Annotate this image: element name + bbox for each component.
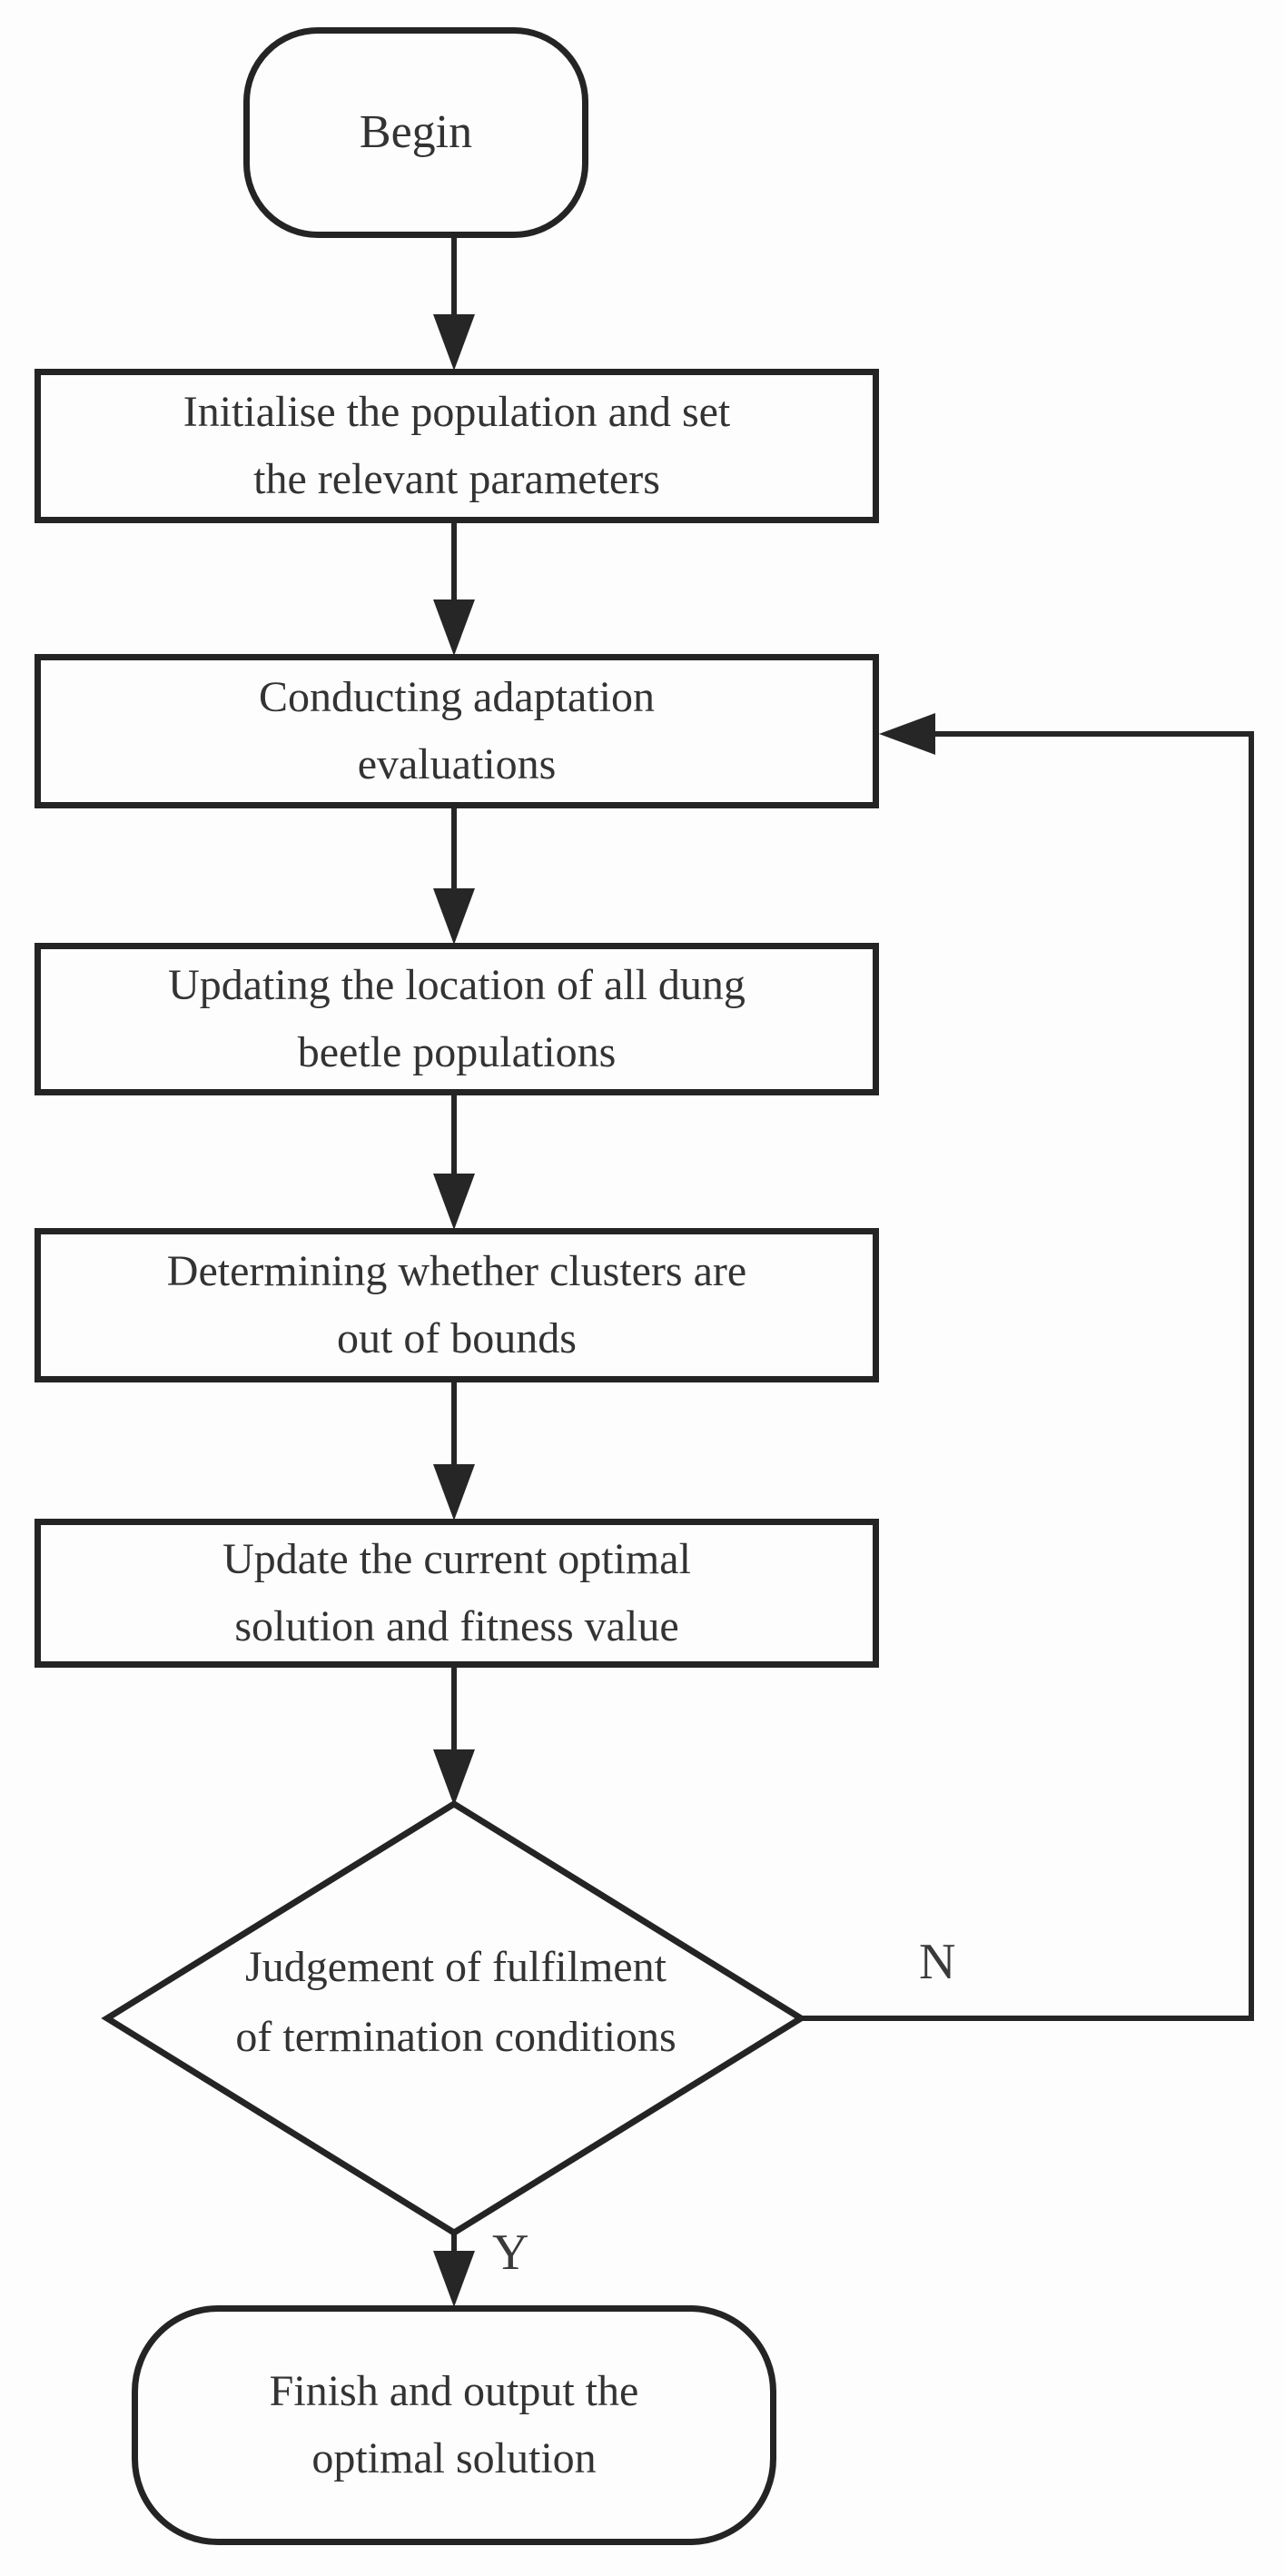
node-label-line: Updating the location of all dung <box>168 960 746 1009</box>
node-finish: Finish and output the optimal solution <box>132 2305 776 2545</box>
node-begin-label: Begin <box>359 105 473 158</box>
node-begin: Begin <box>243 27 588 238</box>
node-label-line: out of bounds <box>336 1314 577 1362</box>
node-label-line: Determining whether clusters are <box>166 1246 747 1295</box>
node-label: Update the current optimal solution and … <box>222 1526 691 1661</box>
node-update-optimal: Update the current optimal solution and … <box>35 1519 879 1668</box>
arrowhead-judge-to-finish <box>433 2251 475 2307</box>
node-label-line: beetle populations <box>297 1028 617 1076</box>
node-label: Updating the location of all dung beetle… <box>168 952 746 1087</box>
arrowhead-init-to-adapt <box>433 599 475 656</box>
node-label-line: Initialise the population and set <box>183 387 731 436</box>
node-label: Finish and output the optimal solution <box>270 2358 639 2493</box>
node-label-line: the relevant parameters <box>253 455 660 503</box>
arrowhead-begin-to-init <box>433 314 475 371</box>
node-label-line: solution and fitness value <box>234 1602 679 1650</box>
node-label-line: Conducting adaptation <box>259 672 655 721</box>
branch-label-yes: Y <box>492 2224 529 2281</box>
arrowhead-location-to-bounds <box>433 1174 475 1230</box>
node-check-bounds: Determining whether clusters are out of … <box>35 1228 879 1382</box>
node-initialise-population: Initialise the population and set the re… <box>35 369 879 523</box>
branch-label-no: N <box>919 1934 956 1990</box>
node-label-line: optimal solution <box>311 2434 597 2482</box>
arrowhead-bounds-to-optimal <box>433 1464 475 1521</box>
arrowhead-loop-to-adapt <box>879 713 935 755</box>
node-label: Determining whether clusters are out of … <box>167 1238 746 1373</box>
node-label: Conducting adaptation evaluations <box>259 664 655 799</box>
decision-diamond-shape <box>101 1799 807 2237</box>
arrowhead-adapt-to-location <box>433 888 475 945</box>
node-label-line: Finish and output the <box>269 2366 639 2415</box>
node-adaptation-evaluations: Conducting adaptation evaluations <box>35 654 879 808</box>
node-label-line: Judgement of fulfilment <box>245 1943 667 1991</box>
node-label: Initialise the population and set the re… <box>183 379 731 514</box>
node-label-line: Update the current optimal <box>222 1534 691 1583</box>
node-judgement-label: Judgement of fulfilment of termination c… <box>163 1933 748 2073</box>
loop-line-judge-to-adapt <box>801 731 1254 2021</box>
node-label-line: of termination conditions <box>235 2012 677 2061</box>
arrowhead-optimal-to-judge <box>433 1749 475 1806</box>
node-update-locations: Updating the location of all dung beetle… <box>35 943 879 1095</box>
node-label-line: evaluations <box>357 740 557 788</box>
